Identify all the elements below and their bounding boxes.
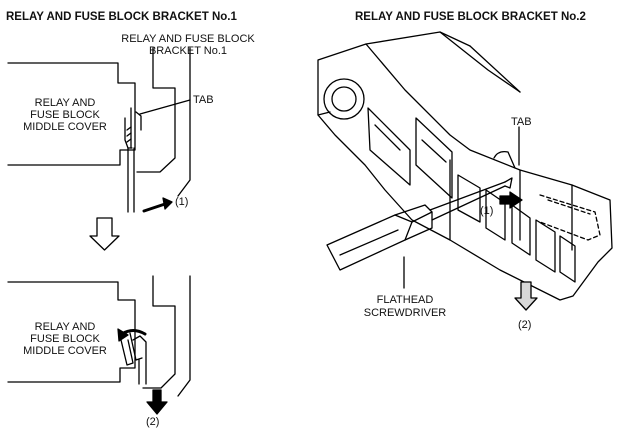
middle-cover-label-top-line1: RELAY AND xyxy=(34,97,96,109)
step-2-label-right: (2) xyxy=(518,319,532,331)
right-diagram xyxy=(317,31,613,311)
bracket-outline-bottom xyxy=(142,275,176,389)
pull-down-arrow-2 xyxy=(146,389,168,415)
tab-detail-bottom xyxy=(120,332,147,385)
screwdriver-label-line1: FLATHEAD xyxy=(376,294,434,306)
left-top-diagram xyxy=(7,47,191,213)
middle-cover-outline-top xyxy=(7,62,136,166)
tab-shape xyxy=(493,150,516,169)
step-2-label-left: (2) xyxy=(146,416,160,428)
right-panel-title: RELAY AND FUSE BLOCK BRACKET No.2 xyxy=(355,11,586,23)
bracket-no2-body xyxy=(317,31,613,301)
screwdriver-label-line2: SCREWDRIVER xyxy=(363,307,447,319)
bracket-outline-top xyxy=(136,47,176,173)
step-1-label-left: (1) xyxy=(175,196,189,208)
middle-cover-label-bottom-line1: RELAY AND xyxy=(34,321,96,333)
rotate-arrow-1 xyxy=(142,197,173,213)
step-1-label-right: (1) xyxy=(480,205,494,217)
push-arrow-1 xyxy=(499,191,523,209)
tab-detail-top xyxy=(124,99,191,213)
bracket-no1-label-line2: BRACKET No.1 xyxy=(148,45,228,57)
flathead-screwdriver xyxy=(326,177,513,271)
sequence-down-arrow xyxy=(89,217,120,251)
rotate-arrow-left xyxy=(117,328,147,342)
middle-cover-label-top-line2: FUSE BLOCK xyxy=(30,109,100,121)
middle-cover-outline-bottom xyxy=(7,281,136,383)
left-panel-title: RELAY AND FUSE BLOCK BRACKET No.1 xyxy=(6,11,237,23)
left-bottom-diagram xyxy=(7,275,191,415)
tab-label-right: TAB xyxy=(511,116,532,128)
bracket-no1-label-line1: RELAY AND FUSE BLOCK xyxy=(121,33,255,45)
middle-cover-label-bottom-line3: MIDDLE COVER xyxy=(23,345,107,357)
down-arrow-2 xyxy=(514,281,538,311)
middle-cover-label-bottom-line2: FUSE BLOCK xyxy=(30,333,100,345)
tab-label-left: TAB xyxy=(193,94,214,106)
middle-cover-label-top-line3: MIDDLE COVER xyxy=(23,121,107,133)
